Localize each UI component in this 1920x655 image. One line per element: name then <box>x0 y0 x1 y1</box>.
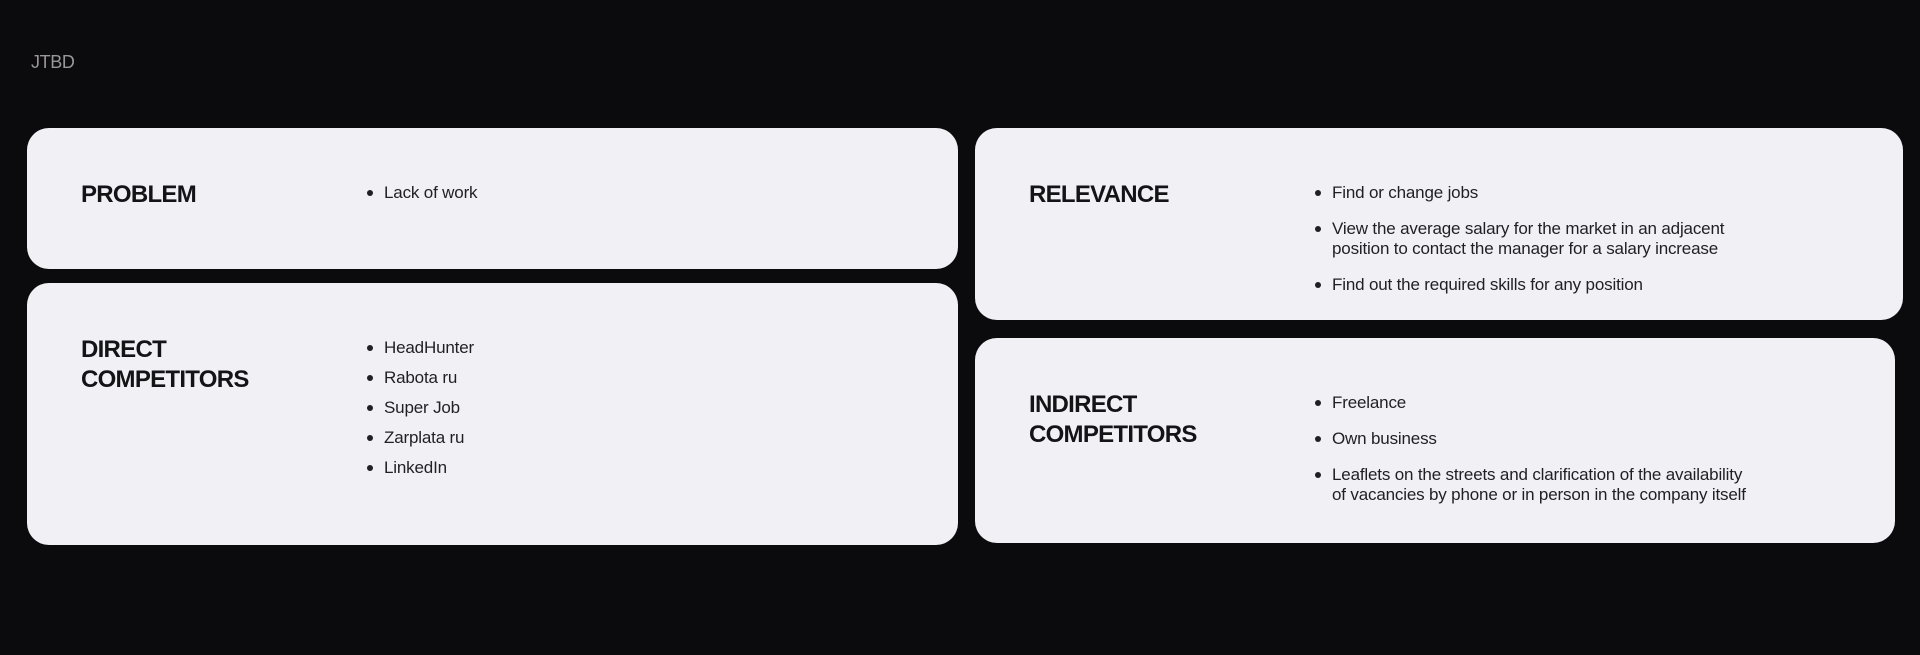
bullet-icon <box>1315 190 1321 196</box>
list-item: Find or change jobs <box>1315 183 1785 203</box>
list-item: Leaflets on the streets and clarificatio… <box>1315 465 1785 505</box>
list-item-text: Find out the required skills for any pos… <box>1332 275 1643 294</box>
list-item-text: Zarplata ru <box>384 428 465 447</box>
bullet-icon <box>367 465 373 471</box>
list-item: Find out the required skills for any pos… <box>1315 275 1785 295</box>
bullet-icon <box>367 405 373 411</box>
list-item: Rabota ru <box>367 368 937 388</box>
list-item-text: Rabota ru <box>384 368 458 387</box>
bullet-icon <box>1315 400 1321 406</box>
list-item: Zarplata ru <box>367 428 937 448</box>
list-item-text: Freelance <box>1332 393 1407 412</box>
list-item: View the average salary for the market i… <box>1315 219 1785 259</box>
list-item: LinkedIn <box>367 458 937 478</box>
card-problem[interactable]: PROBLEM Lack of work <box>27 128 958 269</box>
card-problem-title: PROBLEM <box>81 181 197 208</box>
list-item: Super Job <box>367 398 937 418</box>
list-item: Lack of work <box>367 183 937 203</box>
list-item-text: Own business <box>1332 429 1437 448</box>
bullet-icon <box>367 375 373 381</box>
bullet-icon <box>1315 436 1321 442</box>
list-item-text: Lack of work <box>384 183 478 202</box>
list-item-text: Leaflets on the streets and clarificatio… <box>1332 465 1746 504</box>
card-relevance-title: RELEVANCE <box>1029 181 1169 208</box>
list-item: HeadHunter <box>367 338 937 358</box>
bullet-icon <box>367 345 373 351</box>
bullet-icon <box>1315 472 1321 478</box>
list-item-text: LinkedIn <box>384 458 447 477</box>
card-direct-competitors-title: DIRECT COMPETITORS <box>81 336 249 393</box>
list-item-text: Find or change jobs <box>1332 183 1479 202</box>
card-problem-list: Lack of work <box>367 183 937 203</box>
bullet-icon <box>1315 282 1321 288</box>
list-item: Freelance <box>1315 393 1785 413</box>
list-item-text: Super Job <box>384 398 460 417</box>
bullet-icon <box>1315 226 1321 232</box>
list-item-text: HeadHunter <box>384 338 474 357</box>
card-indirect-competitors-title: INDIRECT COMPETITORS <box>1029 391 1197 448</box>
bullet-icon <box>367 435 373 441</box>
list-item-text: View the average salary for the market i… <box>1332 219 1725 258</box>
bullet-icon <box>367 190 373 196</box>
list-item: Own business <box>1315 429 1785 449</box>
frame-label-jtbd[interactable]: JTBD <box>31 52 75 72</box>
